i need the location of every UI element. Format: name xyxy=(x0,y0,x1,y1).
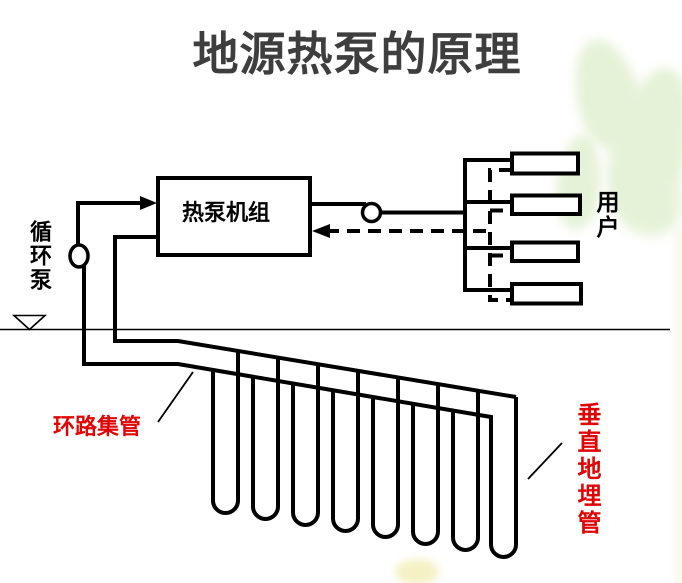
arrowhead-into-unit xyxy=(140,196,157,210)
page-title: 地源热泵的原理 xyxy=(192,28,522,80)
heat-pump-unit-box xyxy=(156,176,312,257)
upper-loop-header-pipe xyxy=(113,235,517,399)
butterfly-wing-decoration xyxy=(620,164,682,236)
page-edge-tint xyxy=(671,228,682,583)
u-tube xyxy=(251,357,280,521)
u-tube xyxy=(411,384,440,546)
circulation-pump-icon xyxy=(68,243,90,269)
u-tube xyxy=(451,390,480,552)
pipe-pump-to-unit xyxy=(76,201,140,246)
user-unit-box xyxy=(510,240,580,263)
users-label: 用户 xyxy=(593,190,618,240)
users-supply-manifold xyxy=(463,158,512,292)
loop-header-pointer-line xyxy=(157,371,194,423)
u-tube xyxy=(291,364,320,527)
u-tube xyxy=(211,351,240,515)
user-unit-box xyxy=(510,193,582,216)
user-loop-pump-icon xyxy=(360,201,383,224)
u-tube xyxy=(371,377,400,539)
users-return-manifold xyxy=(488,168,512,302)
arrowhead-return-into-unit xyxy=(312,224,330,238)
user-unit-box xyxy=(510,151,580,176)
user-unit-box xyxy=(510,282,583,306)
u-tube xyxy=(331,371,360,533)
vertical-buried-pipe-label: 垂直地埋管 xyxy=(573,402,599,537)
lower-loop-header-pipe xyxy=(82,266,518,559)
circulation-pump-label: 循环泵 xyxy=(27,220,52,292)
loop-header-label: 环路集管 xyxy=(53,414,142,439)
water-level-triangle-icon xyxy=(11,314,48,331)
heat-pump-unit-label: 热泵机组 xyxy=(181,199,270,225)
page-bottom-tint xyxy=(395,559,439,583)
vertical-pipe-pointer-line xyxy=(527,442,563,480)
